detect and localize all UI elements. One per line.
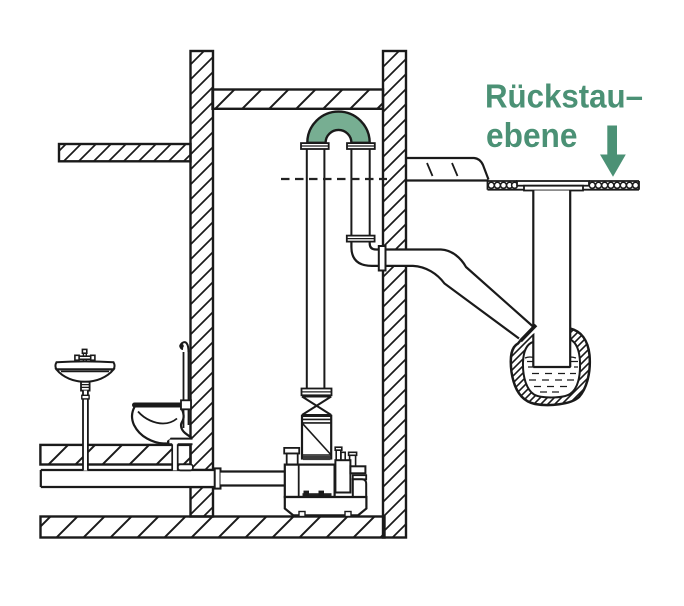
svg-text:Rückstau–: Rückstau– xyxy=(485,78,643,115)
svg-text:ebene: ebene xyxy=(486,117,578,155)
